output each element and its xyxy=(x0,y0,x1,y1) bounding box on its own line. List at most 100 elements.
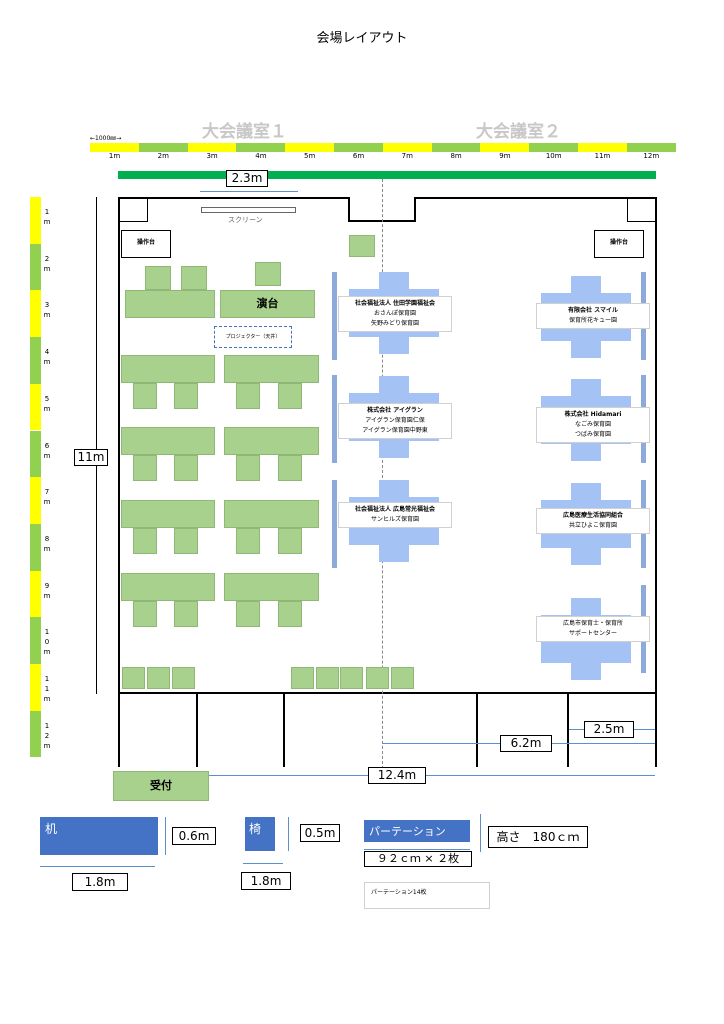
ruler-v-tick: 2 m xyxy=(43,254,51,273)
wall-lower-3 xyxy=(476,692,478,767)
ruler-h-segment xyxy=(382,143,432,152)
desk xyxy=(224,355,319,383)
chair xyxy=(174,383,198,409)
booth-org: 広島医療生活協同組合 xyxy=(562,512,623,519)
desk xyxy=(121,500,215,528)
legend-desk-h: 0.6m xyxy=(172,827,216,845)
booth-1: 社会福祉法人 住田学園福祉会おさんぽ保育園矢野みどり保育園 xyxy=(338,296,452,332)
legend-desk-w: 1.8m xyxy=(72,873,128,891)
chair xyxy=(278,528,302,554)
ruler-h-segment xyxy=(236,143,286,152)
ruler-v-segment xyxy=(30,197,41,244)
desk xyxy=(121,355,215,383)
legend-chair-h: 0.5m xyxy=(300,824,340,842)
ruler-h-segment xyxy=(626,143,676,152)
chair xyxy=(278,601,302,627)
ruler-h-segment xyxy=(138,143,188,152)
booth-3: 社会福祉法人 広島常光福祉会サンヒルズ保育園 xyxy=(338,502,452,528)
chair xyxy=(236,601,260,627)
ruler-h-tick: 4m xyxy=(255,152,267,160)
hall-2-label: 大会議室２ xyxy=(476,122,561,142)
ruler-h-segment xyxy=(285,143,334,152)
hall-width-bar xyxy=(118,171,656,179)
desk xyxy=(224,500,319,528)
desk xyxy=(121,427,215,455)
desk xyxy=(224,573,319,601)
booth-line: 保育所花キュー園 xyxy=(568,317,617,324)
ops-table-right: 操作台 xyxy=(594,230,644,258)
legend-partition-count: パーテーション14枚 xyxy=(364,882,490,909)
room-height-label: 11m xyxy=(74,449,108,466)
legend-partition-height: 高さ 180ｃｍ xyxy=(488,826,588,848)
wall-top-left xyxy=(118,197,350,199)
booth-7: 広島市保育士・保育所サポートセンター xyxy=(536,616,650,642)
booth-org: 社会福祉法人 広島常光福祉会 xyxy=(354,506,436,513)
booth-2: 株式会社 アイグランアイグラン保育園仁保アイグラン保育園中野東 xyxy=(338,403,452,439)
booth-line: アイグラン保育園仁保 xyxy=(365,417,425,424)
chair xyxy=(291,667,314,689)
ruler-h-segment xyxy=(578,143,627,152)
legend-partition-h-arrow xyxy=(480,814,481,852)
chair xyxy=(278,383,302,409)
chair xyxy=(236,528,260,554)
screen xyxy=(201,207,296,213)
booth-line: なごみ保育園 xyxy=(574,421,611,428)
ruler-h-tick: 12m xyxy=(643,152,660,160)
booth-line: アイグラン保育園中野東 xyxy=(362,427,428,434)
chair xyxy=(174,455,198,481)
legend-desk-h-arrow xyxy=(165,817,166,855)
chair xyxy=(278,455,302,481)
equipment-box xyxy=(349,235,375,257)
wall-lower-1 xyxy=(196,692,198,767)
ruler-v-segment xyxy=(30,477,41,524)
ruler-h-tick: 7m xyxy=(401,152,413,160)
ruler-v-tick: 1 2 m xyxy=(43,721,51,750)
chair xyxy=(133,455,157,481)
legend-partition-size: ９２ｃｍ × ２枚 xyxy=(364,851,472,867)
wall-notch-r xyxy=(414,197,416,222)
chair xyxy=(366,667,389,689)
ruler-h-tick: 5m xyxy=(304,152,316,160)
d62-label: 6.2m xyxy=(500,735,552,752)
ruler-v-tick: 3 m xyxy=(43,301,51,320)
booth-line: 広島市保育士・保育所 xyxy=(562,620,623,627)
legend-partition-w-arrow xyxy=(364,849,470,850)
booth-line: おさんぽ保育園 xyxy=(373,310,416,317)
booth-4: 有限会社 スマイル保育所花キュー園 xyxy=(536,303,650,329)
desk xyxy=(121,573,215,601)
desk xyxy=(125,290,215,318)
booth-line: サポートセンター xyxy=(568,630,617,637)
ruler-v-tick: 6 m xyxy=(43,441,51,460)
booth-org: 株式会社 アイグラン xyxy=(367,407,423,414)
wall-lower-4 xyxy=(567,692,569,767)
hall-1-label: 大会議室１ xyxy=(202,122,287,142)
wall-left xyxy=(118,197,120,767)
ruler-h-segment xyxy=(90,143,139,152)
wall-lower xyxy=(118,692,657,694)
ruler-h-tick: 2m xyxy=(157,152,169,160)
legend-desk-w-arrow xyxy=(40,866,155,867)
wall-top-right xyxy=(414,197,657,199)
chair xyxy=(236,455,260,481)
ruler-v-segment xyxy=(30,664,41,711)
ruler-v-tick: 5 m xyxy=(43,394,51,413)
ruler-h-tick: 9m xyxy=(499,152,511,160)
hall-divider xyxy=(382,179,383,769)
partition-wall xyxy=(332,375,337,463)
d124-label: 12.4m xyxy=(368,767,426,784)
ruler-h-segment xyxy=(334,143,383,152)
ruler-h-tick: 3m xyxy=(206,152,218,160)
ruler-v-segment xyxy=(30,710,41,758)
ruler-v-segment xyxy=(30,337,41,384)
booth-line: つばみ保育園 xyxy=(574,431,611,438)
legend-chair-w-arrow xyxy=(243,863,283,864)
chair xyxy=(174,601,198,627)
booth-org: 有限会社 スマイル xyxy=(568,307,618,314)
booth-line: 矢野みどり保育園 xyxy=(370,320,419,327)
chair xyxy=(147,667,170,689)
legend-chair: 椅 xyxy=(245,817,275,851)
ruler-v-tick: 9 m xyxy=(43,581,51,600)
desk xyxy=(224,427,319,455)
wall-right xyxy=(655,197,657,767)
